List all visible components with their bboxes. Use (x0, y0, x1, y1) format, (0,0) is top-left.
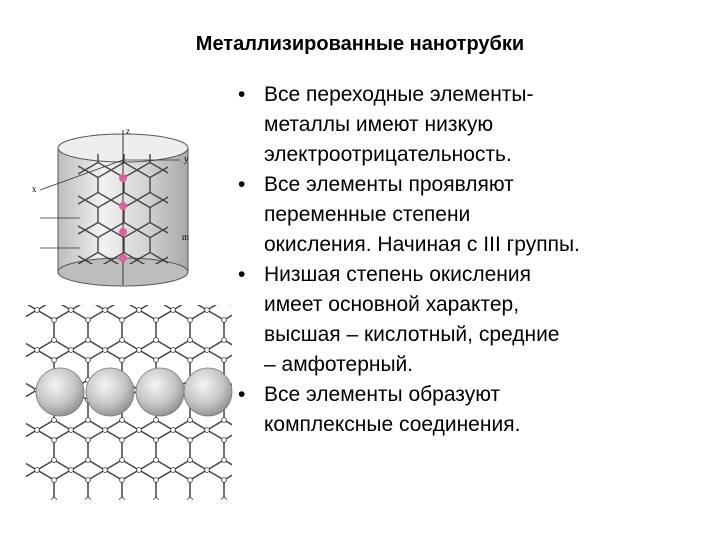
axis-label-y: y (184, 154, 189, 164)
slide-title: Металлизированные нанотрубки (195, 33, 525, 55)
bullet-line: – амфотерный. (264, 353, 414, 376)
bullet-line: Все элементы проявляют (264, 173, 514, 196)
bullet-item: • Низшая степень окисления имеет основно… (238, 260, 708, 380)
bullet-item: • Все элементы проявляют переменные степ… (238, 170, 708, 260)
bullet-list: • Все переходные элементы- металлы имеют… (238, 80, 708, 440)
bullet-line: Низшая степень окисления (264, 263, 531, 286)
axis-label-z: z (126, 126, 130, 136)
bullet-line: переменные степени (264, 203, 471, 226)
bullet-line: высшая – кислотный, средние (264, 323, 560, 346)
cylinder-diagram: z y x m (32, 126, 189, 287)
bullet-line: электроотрицательность. (264, 143, 512, 166)
lattice-diagram (26, 305, 233, 500)
bullet-dot: • (238, 263, 246, 286)
bullet-line: металлы имеют низкую (264, 113, 494, 136)
bullet-item: • Все элементы образуют комплексные соед… (238, 380, 708, 440)
bullet-dot: • (238, 173, 246, 196)
bullet-line: имеет основной характер, (264, 293, 520, 316)
bullet-dot: • (238, 83, 246, 106)
bullet-line: Все переходные элементы- (264, 83, 534, 106)
bullet-dot: • (238, 383, 246, 406)
bullet-line: Все элементы образуют (264, 383, 501, 406)
bullet-line: окисления. Начиная с III группы. (264, 233, 580, 256)
axis-label-m: m (182, 232, 189, 242)
bullet-line: комплексные соединения. (264, 413, 521, 436)
nanotube-figure: z y x m (26, 126, 233, 500)
bullet-item: • Все переходные элементы- металлы имеют… (238, 80, 708, 170)
axis-label-x: x (32, 184, 37, 194)
